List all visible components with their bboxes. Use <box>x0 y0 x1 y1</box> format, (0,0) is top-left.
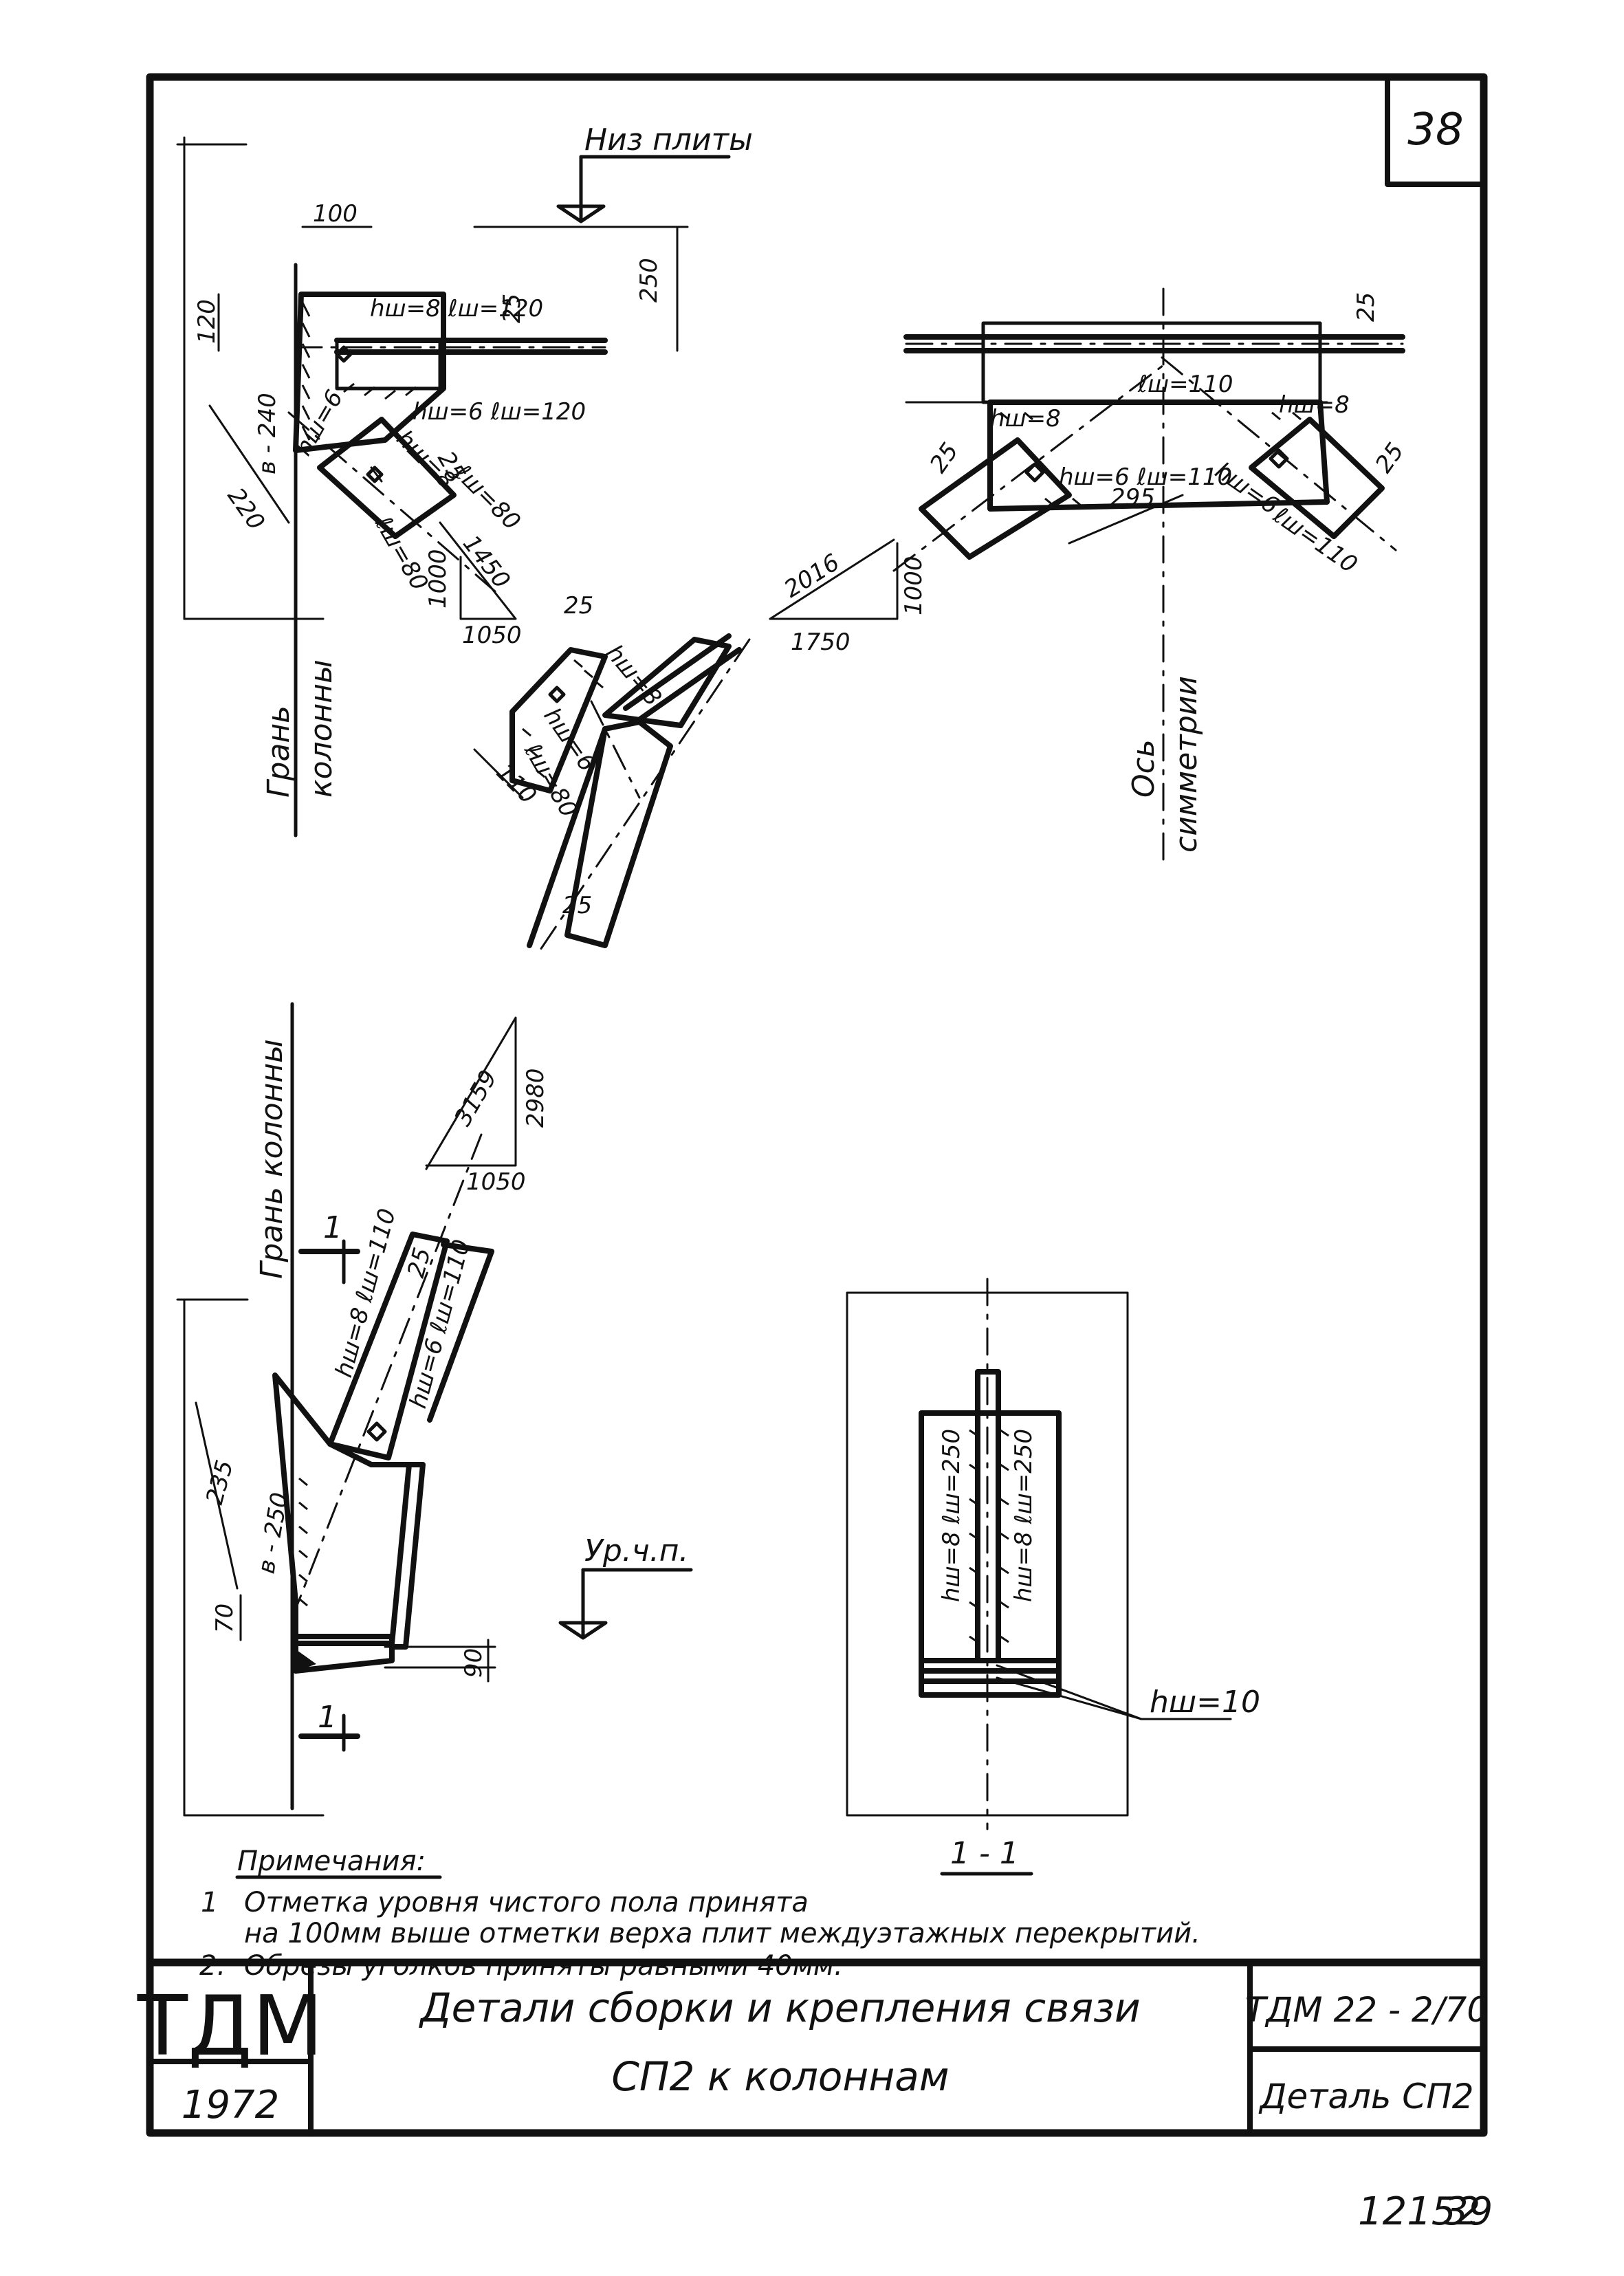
dim-120: 120 <box>193 299 221 344</box>
note-1-line-1: Отметка уровня чистого пола принята <box>244 1887 809 1918</box>
page-number: 38 <box>1407 105 1463 155</box>
note-1-num: 1 <box>201 1887 218 1918</box>
page-number-box: 38 <box>1385 74 1486 187</box>
section-weld-right: hш=8 ℓш=250 <box>1010 1429 1038 1602</box>
view-top-right: 25 ℓш=110 hш=8 25 hш=6 ℓш=110 295 hш=8 h… <box>769 287 1410 868</box>
slope2-run: 1750 <box>791 628 851 656</box>
dim-100: 100 <box>313 200 358 228</box>
center-dim-25: 25 <box>564 592 593 620</box>
right-weld-hw8-right: hш=8 <box>1279 391 1350 419</box>
slope3-rise: 2980 <box>522 1068 549 1128</box>
note-2-line-1: Обрезы уголков приняты равными 40мм. <box>244 1950 843 1982</box>
slope-triangle-3: 3159 2980 1050 <box>425 1016 549 1196</box>
level-mark-floor: Ур.ч.п. <box>558 1533 693 1640</box>
column-face-label-1: Грань <box>261 705 296 798</box>
view-section-1-1: hш=8 ℓш=250 hш=8 ℓш=250 hш=10 1 - 1 <box>846 1278 1260 1876</box>
slope-rise: 1000 <box>424 549 452 609</box>
notes-heading: Примечания: <box>237 1846 426 1877</box>
notes: Примечания: 1 Отметка уровня чистого пол… <box>199 1846 1200 1982</box>
right-dim-295: 295 <box>1110 484 1155 512</box>
bl-dim-70: 70 <box>211 1604 239 1633</box>
right-weld-l110-right: ℓш=110 <box>1268 501 1362 579</box>
slope2-hyp: 2016 <box>780 549 845 604</box>
right-weld-hw8-left: hш=8 <box>990 405 1061 433</box>
right-dim-25-right: 25 <box>1370 438 1410 478</box>
title-year: 1972 <box>182 2083 280 2127</box>
drawing-code: ТДМ 22 - 2/70 <box>1245 1990 1489 2030</box>
slope-triangle-2: 2016 1000 1750 <box>769 538 928 656</box>
slope2-rise: 1000 <box>900 556 928 615</box>
section-mark-bottom-num: 1 <box>318 1700 337 1735</box>
slope3-run: 1050 <box>466 1168 526 1196</box>
symmetry-axis-label-1: Ось <box>1126 739 1161 798</box>
sheet-frame <box>146 73 1488 2137</box>
section-weld-left: hш=8 ℓш=250 <box>938 1429 965 1602</box>
right-dim-25-top: 25 <box>1352 292 1380 322</box>
stamp-page: 39 <box>1444 2189 1493 2234</box>
slope-run: 1050 <box>462 622 522 649</box>
title-line-2: СП2 к колоннам <box>611 2053 949 2100</box>
floor-level-label: Ур.ч.п. <box>584 1533 688 1568</box>
note-2-num: 2. <box>199 1950 226 1982</box>
right-weld-hw6-l110: hш=6 ℓш=110 <box>1059 463 1232 491</box>
view-top-left: Низ плиты 100 250 120 hш=8 ℓш=120 25 hш=… <box>176 122 753 838</box>
section-weld-bottom: hш=10 <box>1150 1685 1260 1720</box>
brand-logo: ТДМ <box>137 1979 324 2075</box>
section-mark-bottom: 1 <box>298 1700 360 1752</box>
detail-name: Деталь СП2 <box>1258 2077 1473 2116</box>
weld-hw8-l120: hш=8 ℓш=120 <box>370 295 543 322</box>
right-weld-l110-top: ℓш=110 <box>1137 371 1233 398</box>
center-dim-25b: 25 <box>562 892 592 919</box>
plate-b240: в - 240 <box>254 393 281 474</box>
dim-25-a: 25 <box>498 294 526 323</box>
level-mark-slab-bottom: Низ плиты <box>556 122 753 223</box>
dim-250: 250 <box>635 258 663 303</box>
symmetry-axis-label-2: симметрии <box>1169 676 1204 853</box>
slab-bottom-label: Низ плиты <box>584 122 753 157</box>
slope3-hyp: 3159 <box>449 1066 503 1131</box>
section-mark-top: 1 <box>298 1210 360 1284</box>
right-dim-25-left: 25 <box>925 438 965 478</box>
view-bottom-left: Грань колонны 1 3159 2980 1050 <box>176 1002 693 1817</box>
stamp-number: 12152 <box>1358 2189 1480 2234</box>
column-face-label-bottom: Грань колонны <box>254 1039 289 1279</box>
slope-hyp: 1450 <box>457 530 516 594</box>
weld-hw6-l120: hш=6 ℓш=120 <box>413 398 586 426</box>
column-face-label-2: колонны <box>304 659 339 798</box>
bl-dim-90: 90 <box>460 1648 487 1678</box>
dim-220: 220 <box>222 483 270 535</box>
section-caption: 1 - 1 <box>950 1836 1019 1871</box>
title-block: ТДМ 1972 Детали сборки и крепления связи… <box>137 1958 1489 2136</box>
bl-dim-235: 235 <box>201 1457 239 1507</box>
title-line-1: Детали сборки и крепления связи <box>418 1984 1140 2031</box>
section-mark-top-num: 1 <box>323 1210 342 1245</box>
note-1-line-2: на 100мм выше отметки верха плит междуэт… <box>244 1918 1200 1949</box>
